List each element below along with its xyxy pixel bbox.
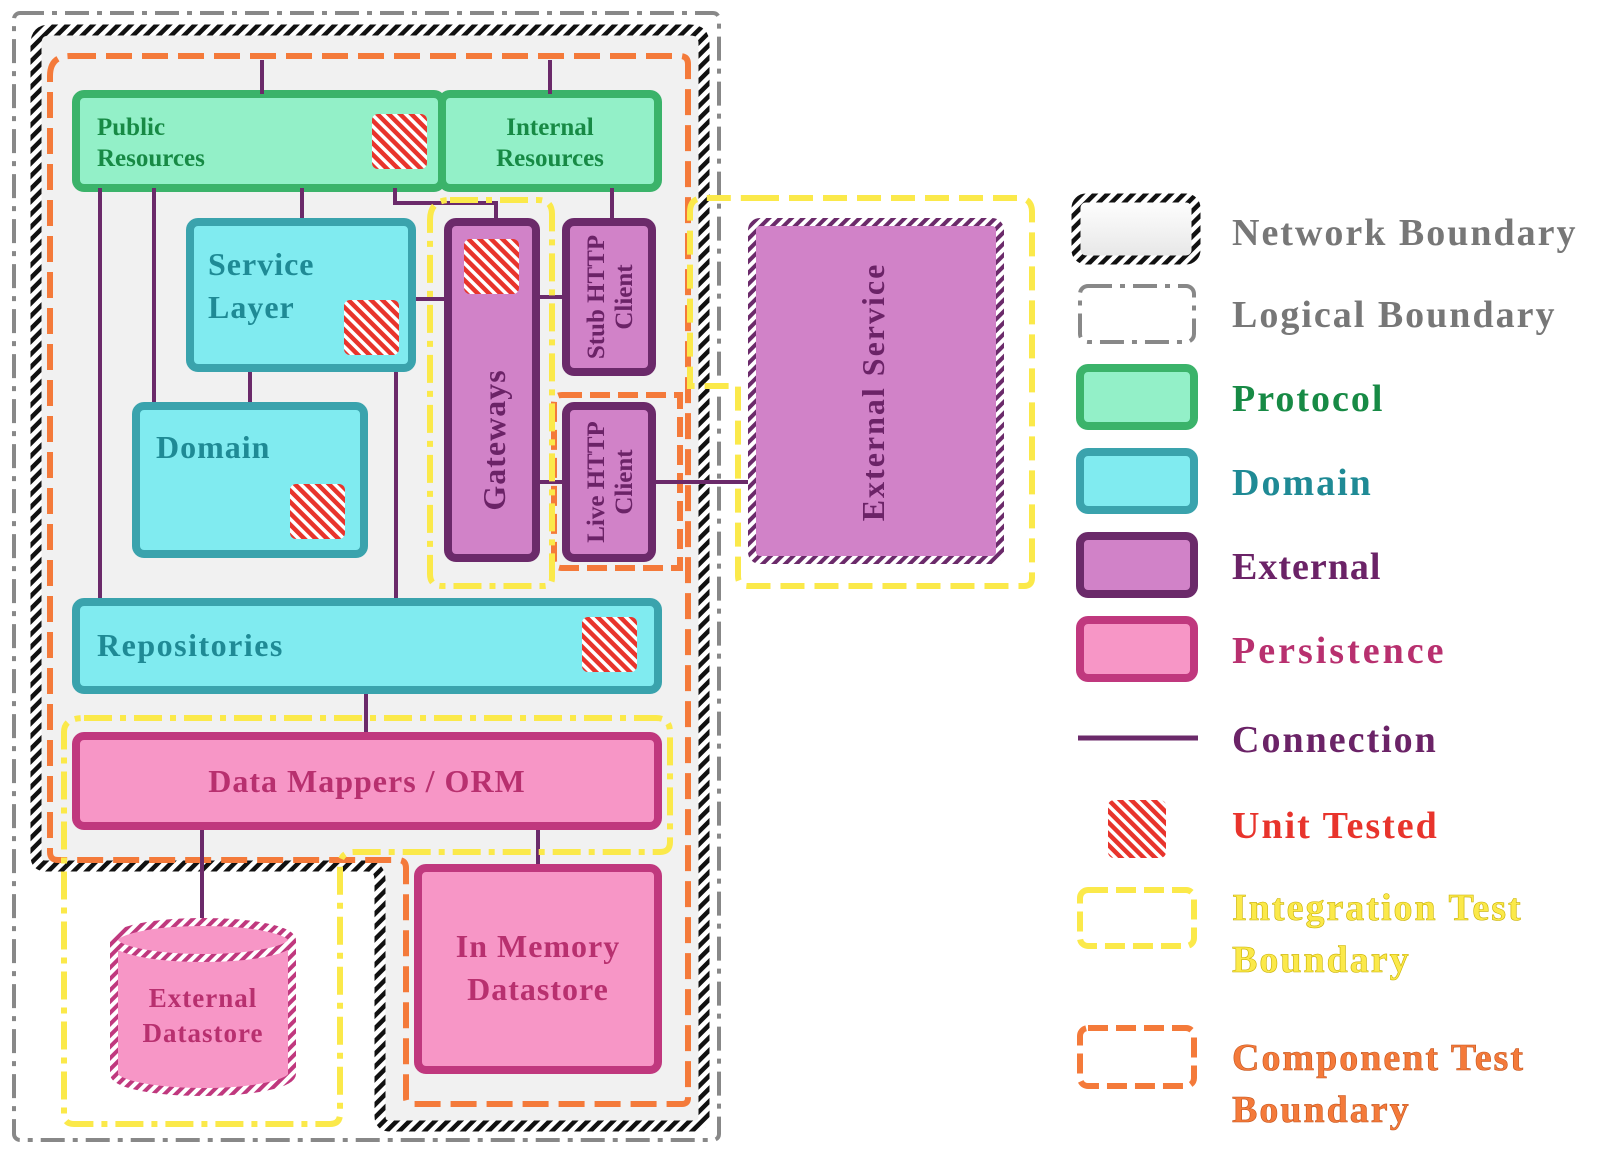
live-http-client-label: Live HTTP [583,421,610,543]
legend-integration-test-label-2: Boundary [1232,939,1411,981]
legend-network-boundary-swatch [1071,193,1201,265]
domain-label: Domain [156,429,270,465]
in-memory-datastore-label: In Memory [456,928,621,964]
connections [98,60,752,928]
external-service-box [748,218,1004,564]
unit-tested-marker-public [372,114,427,169]
gateways-box [444,218,540,562]
legend-component-test-swatch [1077,1025,1197,1089]
unit-tested-marker-service [344,300,399,355]
internal-resources-box [438,90,662,192]
legend-network-boundary-label: Network Boundary [1232,212,1578,254]
service-layer-label-2: Layer [208,289,295,325]
public-resources-label-2: Resources [97,145,205,172]
in-memory-datastore-box [414,864,662,1074]
unit-tested-marker-gateways [464,239,519,294]
legend-logical-boundary-swatch [1078,284,1196,344]
gateways-label: Gateways [476,369,512,510]
legend-protocol-swatch [1076,364,1198,430]
repositories-box [72,598,662,694]
stub-http-client-label: Stub HTTP [583,235,610,359]
external-datastore-cylinder [110,918,296,1096]
legend-protocol-label: Protocol [1232,378,1384,420]
unit-tested-marker-domain [290,484,345,539]
legend-external-swatch [1076,532,1198,598]
live-http-client-box [562,402,656,562]
internal-resources-label-2: Resources [496,145,604,172]
stub-http-client-box [562,218,656,376]
legend-domain-label: Domain [1232,462,1373,504]
unit-tested-marker-repositories [582,617,637,672]
legend-persistence-swatch [1076,616,1198,682]
internal-resources-label: Internal [506,114,594,141]
service-layer-label: Service [208,246,315,282]
public-resources-label: Public [97,114,165,141]
external-datastore-label: External [149,983,258,1013]
legend-persistence-label: Persistence [1232,630,1446,672]
external-service-label: External Service [855,263,891,522]
data-mappers-box [72,732,662,830]
stub-http-client-label-2: Client [611,264,638,330]
legend-external-label: External [1232,546,1381,588]
legend-logical-boundary-label: Logical Boundary [1232,294,1556,336]
logical-boundary [12,11,721,1142]
repositories-label: Repositories [97,627,284,663]
legend-unit-tested-label: Unit Tested [1232,805,1439,847]
legend-integration-test-swatch [1077,887,1197,949]
in-memory-datastore-label-2: Datastore [467,971,609,1007]
legend-domain-swatch [1076,448,1198,514]
legend-integration-test-label: Integration Test [1232,887,1523,929]
legend-connection-label: Connection [1232,719,1438,761]
legend-unit-tested-swatch [1108,800,1166,858]
legend-component-test-label-2: Boundary [1232,1089,1411,1131]
component-test-boundary [47,53,691,1107]
data-mappers-label: Data Mappers / ORM [208,763,526,799]
external-datastore-label-2: Datastore [143,1018,264,1048]
integration-test-boundaries [61,195,1035,1127]
legend-component-test-label: Component Test [1232,1037,1525,1079]
live-http-client-label-2: Client [611,449,638,515]
